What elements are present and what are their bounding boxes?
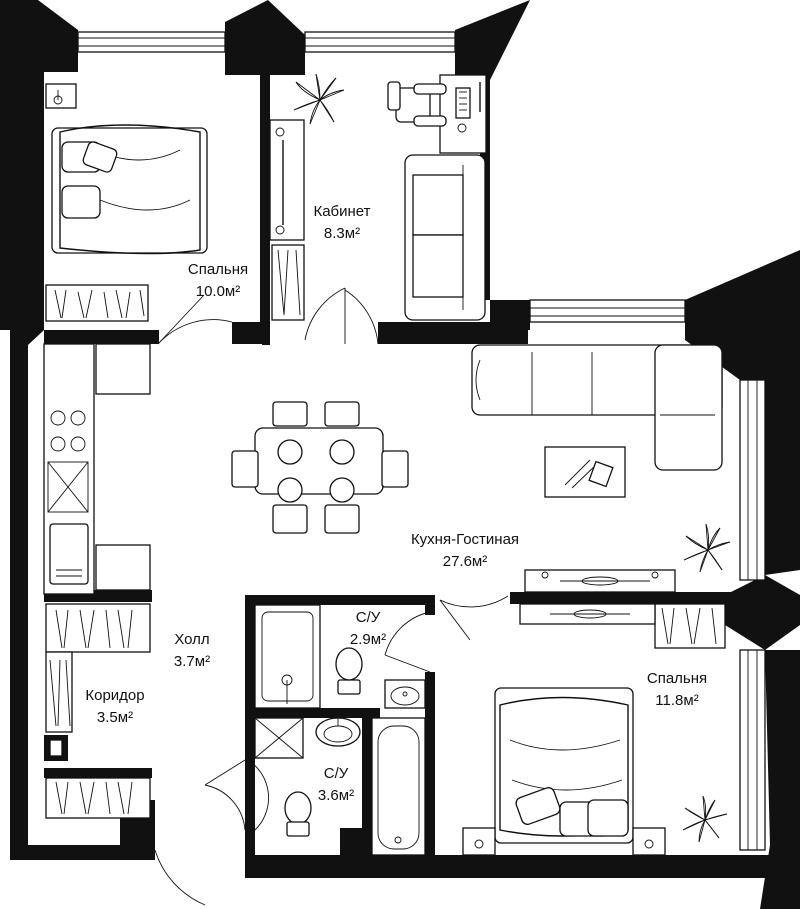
door-icon (439, 595, 509, 641)
room-area: 8.3м² (324, 225, 360, 242)
room-name: Спальня (647, 670, 707, 687)
sink-icon (315, 717, 361, 747)
door-icon (157, 294, 233, 345)
bed-icon (494, 687, 634, 844)
room-label-kitchen-living: Кухня-Гостиная 27.6м² (411, 531, 519, 570)
room-area: 2.9м² (350, 631, 386, 648)
toilet-icon (284, 791, 312, 837)
coffee-table-icon (544, 446, 626, 498)
wardrobe-icon (45, 284, 149, 322)
wardrobe-icon (269, 119, 305, 321)
stove-icon (47, 410, 89, 513)
door-icon (304, 287, 379, 345)
toilet-icon (335, 647, 363, 695)
wardrobe-icon (519, 603, 726, 649)
chair-icon (387, 81, 447, 127)
tv-icon (524, 569, 676, 593)
plant-icon (293, 73, 345, 125)
chair-icon (231, 401, 409, 534)
bed-icon (51, 124, 208, 255)
room-name: Кабинет (313, 203, 370, 220)
room-name: Кухня-Гостиная (411, 531, 519, 548)
shower-icon (254, 604, 321, 709)
room-area: 27.6м² (443, 553, 488, 570)
wardrobe-icon (45, 603, 151, 819)
sink-icon (384, 679, 426, 709)
room-area: 11.8м² (655, 692, 698, 709)
room-name: Коридор (85, 687, 144, 704)
plant-icon (682, 795, 728, 843)
room-name: Спальня (188, 261, 248, 278)
room-area: 3.7м² (174, 653, 210, 670)
room-area: 3.6м² (318, 787, 354, 804)
room-name: С/У (356, 609, 381, 626)
door-icon (384, 611, 431, 673)
door-icon (247, 759, 269, 831)
room-label-bedroom-2: Спальня 11.8м² (647, 670, 707, 709)
bathtub-icon (371, 717, 426, 856)
nightstand-icon (462, 827, 666, 856)
table-icon (254, 427, 384, 495)
room-name: С/У (324, 765, 349, 782)
plant-icon (683, 523, 731, 573)
sink-icon (49, 523, 89, 585)
sofa-icon (404, 154, 486, 321)
desk-icon (439, 74, 487, 154)
shower-icon (254, 717, 304, 759)
room-label-bathroom-2: С/У 3.6м² (318, 765, 354, 804)
room-area: 10.0м² (196, 283, 241, 300)
nightstand-icon (45, 83, 77, 109)
room-label-bedroom-1: Спальня 10.0м² (188, 261, 248, 300)
door-icon (154, 759, 246, 906)
sofa-icon (471, 344, 723, 471)
room-area: 3.5м² (97, 709, 133, 726)
room-label-bathroom-1: С/У 2.9м² (350, 609, 386, 648)
room-label-hall: Холл 3.7м² (174, 631, 210, 670)
room-label-corridor: Коридор 3.5м² (85, 687, 144, 726)
window-icon (77, 31, 766, 851)
room-label-study: Кабинет 8.3м² (313, 203, 370, 242)
room-name: Холл (174, 631, 209, 648)
